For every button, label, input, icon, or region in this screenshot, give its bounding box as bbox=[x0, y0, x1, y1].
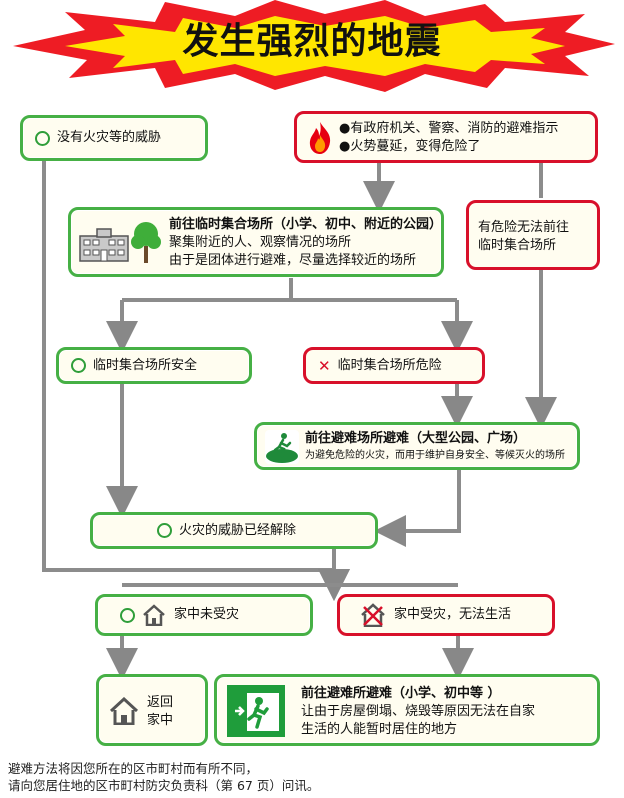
evacuation-site-box: 前往避难场所避难（大型公园、广场） 为避免危险的火灾，而用于维护自身安全、等候灭… bbox=[254, 422, 580, 470]
temporary-site-safe-box: 临时集合场所安全 bbox=[56, 347, 252, 384]
evacuation-order-line: ●有政府机关、警察、消防的避难指示 bbox=[339, 121, 559, 136]
cannot-reach-line-2: 临时集合场所 bbox=[478, 238, 557, 253]
evacuation-site-desc: 为避免危险的火灾，而用于维护自身安全、等候灭火的场所 bbox=[305, 450, 565, 461]
evacuation-shelter-box: 前往避难所避难（小学、初中等 ） 让由于房屋倒塌、烧毁等原因无法在自家 生活的人… bbox=[214, 674, 600, 746]
temporary-assembly-site-box: 前往临时集合场所（小学、初中、附近的公园） 聚集附近的人、观察情况的场所 由于是… bbox=[68, 207, 444, 277]
house-icon bbox=[143, 604, 165, 626]
return-home-line-2: 家中 bbox=[147, 713, 174, 728]
damaged-house-icon bbox=[361, 603, 385, 627]
page-title: 发生强烈的地震 bbox=[182, 21, 442, 62]
evacuation-site-heading: 前往避难场所避难（大型公园、广场） bbox=[305, 431, 527, 446]
temporary-assembly-site-heading: 前往临时集合场所（小学、初中、附近的公园） bbox=[169, 217, 443, 232]
footer-line-2: 请向您居住地的区市町村防灾负责科（第 67 页）问讯。 bbox=[8, 778, 320, 793]
evacuation-shelter-heading: 前往避难所避难（小学、初中等 ） bbox=[301, 686, 501, 701]
temporary-site-danger-label: 临时集合场所危险 bbox=[337, 357, 442, 373]
home-damaged-label: 家中受灾，无法生活 bbox=[394, 607, 512, 622]
circle-ok-icon bbox=[35, 130, 50, 146]
cross-mark-icon: ✕ bbox=[318, 356, 331, 375]
no-fire-threat-box: 没有火灾等的威胁 bbox=[20, 115, 208, 161]
evacuation-site-icon bbox=[265, 430, 299, 464]
no-fire-threat-label: 没有火灾等的威胁 bbox=[57, 130, 162, 145]
home-damaged-box: 家中受灾，无法生活 bbox=[337, 594, 555, 636]
temporary-assembly-site-desc-1: 聚集附近的人、观察情况的场所 bbox=[169, 235, 352, 250]
fire-threat-cleared-box: 火灾的威胁已经解除 bbox=[90, 512, 378, 549]
circle-ok-icon bbox=[71, 358, 86, 373]
fire-threat-cleared-label: 火灾的威胁已经解除 bbox=[179, 522, 297, 538]
fire-icon bbox=[309, 122, 331, 154]
footer-note: 避难方法将因您所在的区市町村而有所不同， 请向您居住地的区市町村防灾负责科（第 … bbox=[8, 760, 319, 794]
return-home-line-1: 返回 bbox=[147, 695, 174, 710]
temporary-site-safe-label: 临时集合场所安全 bbox=[93, 357, 198, 373]
temporary-site-danger-box: ✕ 临时集合场所危险 bbox=[303, 347, 485, 384]
tree-icon bbox=[131, 222, 161, 263]
temporary-assembly-site-desc-2: 由于是团体进行避难，尽量选择较近的场所 bbox=[169, 253, 417, 268]
evacuation-order-box: ●有政府机关、警察、消防的避难指示 ●火势蔓延，变得危险了 bbox=[294, 111, 598, 163]
home-undamaged-label: 家中未受灾 bbox=[174, 607, 240, 622]
evacuation-shelter-desc-1: 让由于房屋倒塌、烧毁等原因无法在自家 bbox=[301, 704, 536, 719]
circle-ok-icon bbox=[120, 607, 135, 623]
school-building-icon bbox=[79, 228, 129, 262]
burst-shape bbox=[13, 0, 615, 92]
fire-spreading-line: ●火势蔓延，变得危险了 bbox=[339, 139, 481, 154]
footer-line-1: 避难方法将因您所在的区市町村而有所不同， bbox=[8, 761, 259, 776]
evacuation-shelter-desc-2: 生活的人能暂时居住的地方 bbox=[301, 722, 458, 737]
cannot-reach-line-1: 有危险无法前往 bbox=[478, 220, 570, 235]
circle-ok-icon bbox=[157, 523, 172, 538]
emergency-exit-icon bbox=[227, 685, 285, 737]
house-icon bbox=[109, 697, 139, 725]
cannot-reach-site-box: 有危险无法前往 临时集合场所 bbox=[466, 200, 600, 270]
return-home-box: 返回 家中 bbox=[96, 674, 208, 746]
title-banner: 发生强烈的地震 bbox=[5, 0, 619, 92]
home-undamaged-box: 家中未受灾 bbox=[95, 594, 313, 636]
